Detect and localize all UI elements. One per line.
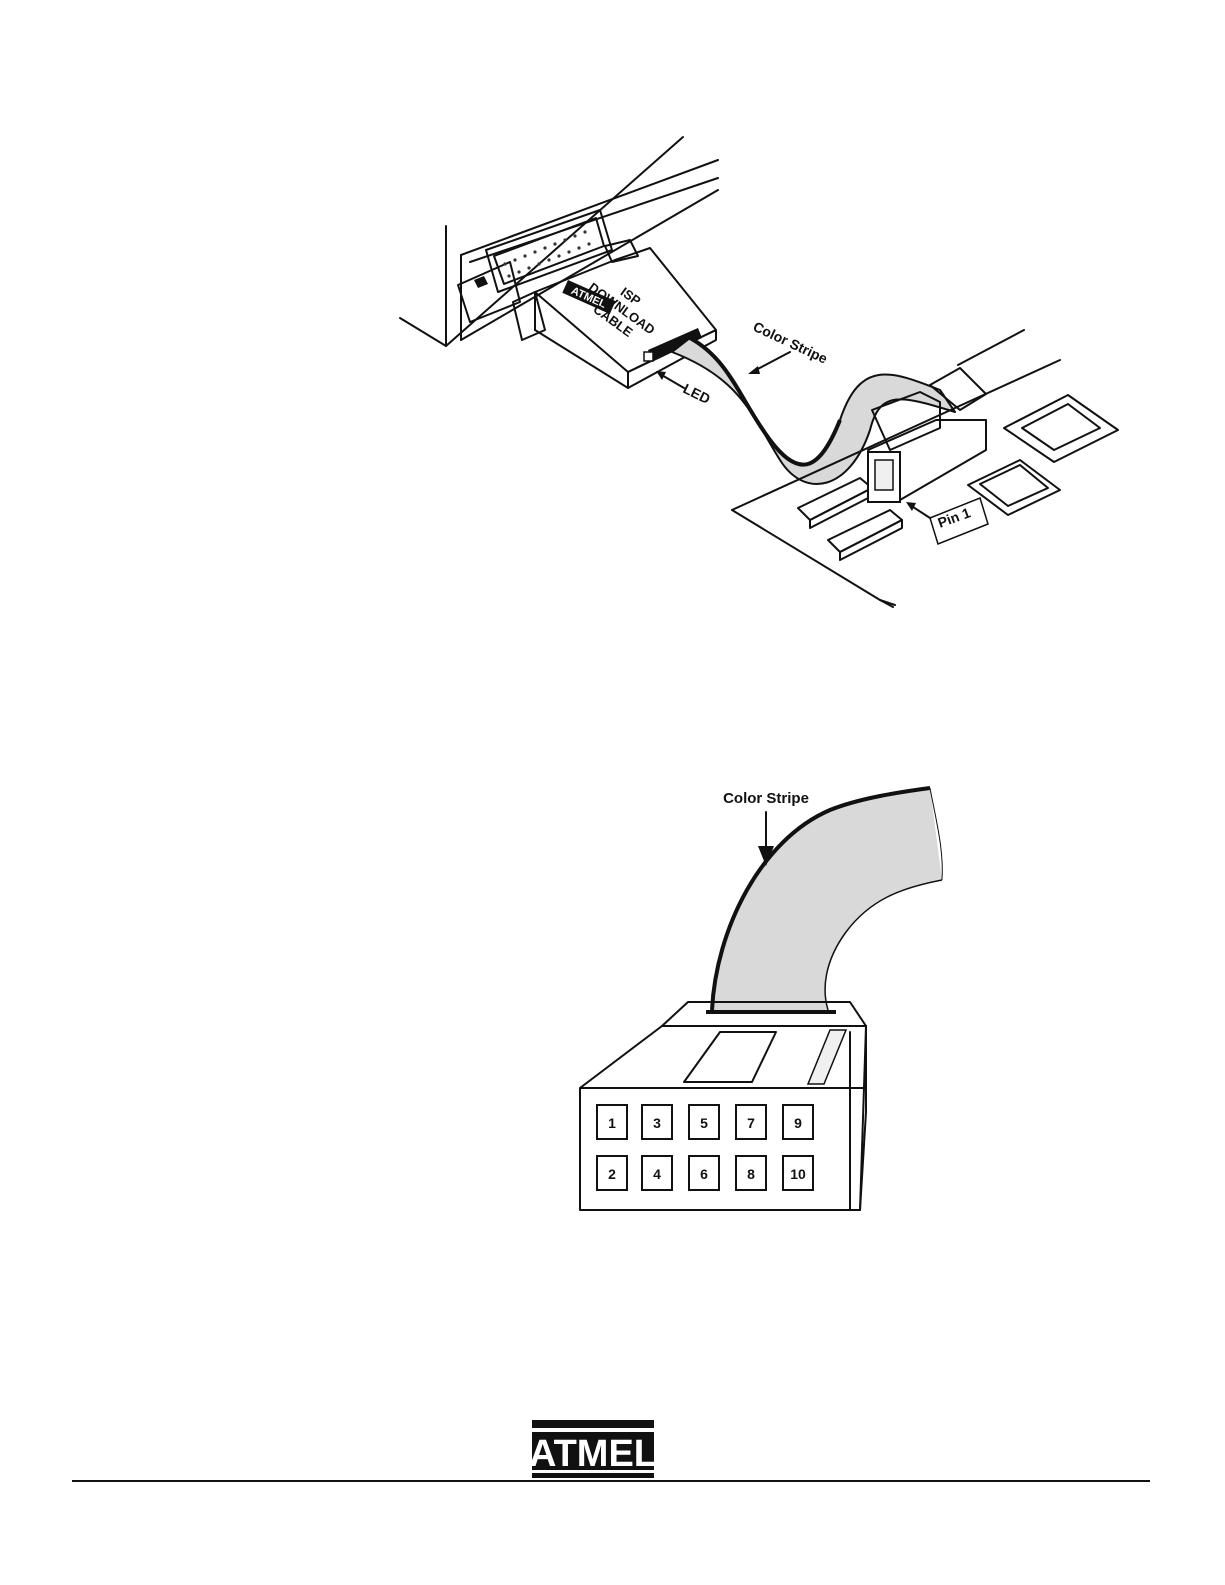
led-indicator: [644, 352, 653, 361]
svg-text:2: 2: [608, 1166, 616, 1182]
pin-2: 2: [597, 1156, 627, 1190]
label-led: LED: [656, 371, 713, 407]
dip-chip-2: [828, 510, 902, 560]
pin-5: 5: [689, 1105, 719, 1139]
svg-text:7: 7: [747, 1115, 755, 1131]
pinout-ribbon-cable: [712, 788, 942, 1010]
connector-pinout-diagram: 1 3 5 7 9 2 4 6: [0, 700, 1225, 1260]
label-pin1: Pin 1: [906, 498, 988, 544]
plcc-chip-large: [1004, 395, 1118, 462]
svg-text:4: 4: [653, 1166, 661, 1182]
atmel-logo-text: ATMEL: [529, 1433, 657, 1475]
pin-9: 9: [783, 1105, 813, 1139]
isp-cable-connection-diagram: ATMEL ISP DOWNLOAD CABLE: [0, 0, 1225, 680]
svg-text:Color Stripe: Color Stripe: [723, 790, 809, 807]
svg-text:Color Stripe: Color Stripe: [751, 318, 831, 366]
pin-10: 10: [783, 1156, 813, 1190]
pin-1: 1: [597, 1105, 627, 1139]
atmel-logo: ATMEL: [529, 1420, 657, 1478]
pin-8: 8: [736, 1156, 766, 1190]
isp-dongle: ATMEL ISP DOWNLOAD CABLE: [513, 240, 716, 388]
pin-row-bottom: 2 4 6 8 10: [597, 1156, 813, 1190]
svg-text:9: 9: [794, 1115, 802, 1131]
pin-3: 3: [642, 1105, 672, 1139]
pin-4: 4: [642, 1156, 672, 1190]
svg-text:6: 6: [700, 1166, 708, 1182]
port-pins: [503, 230, 590, 277]
svg-text:8: 8: [747, 1166, 755, 1182]
svg-text:1: 1: [608, 1115, 616, 1131]
svg-text:3: 3: [653, 1115, 661, 1131]
pc-chassis: [400, 137, 718, 346]
dip-chip-1: [798, 478, 872, 528]
pin-row-top: 1 3 5 7 9: [597, 1105, 813, 1139]
svg-text:10: 10: [790, 1166, 806, 1182]
svg-text:LED: LED: [681, 380, 713, 407]
pin-7: 7: [736, 1105, 766, 1139]
svg-text:5: 5: [700, 1115, 708, 1131]
dongle-label: ISP DOWNLOAD CABLE: [577, 267, 667, 349]
pin-6: 6: [689, 1156, 719, 1190]
page-footer: ATMEL: [0, 1400, 1225, 1585]
label-color-stripe: Color Stripe: [748, 318, 830, 374]
